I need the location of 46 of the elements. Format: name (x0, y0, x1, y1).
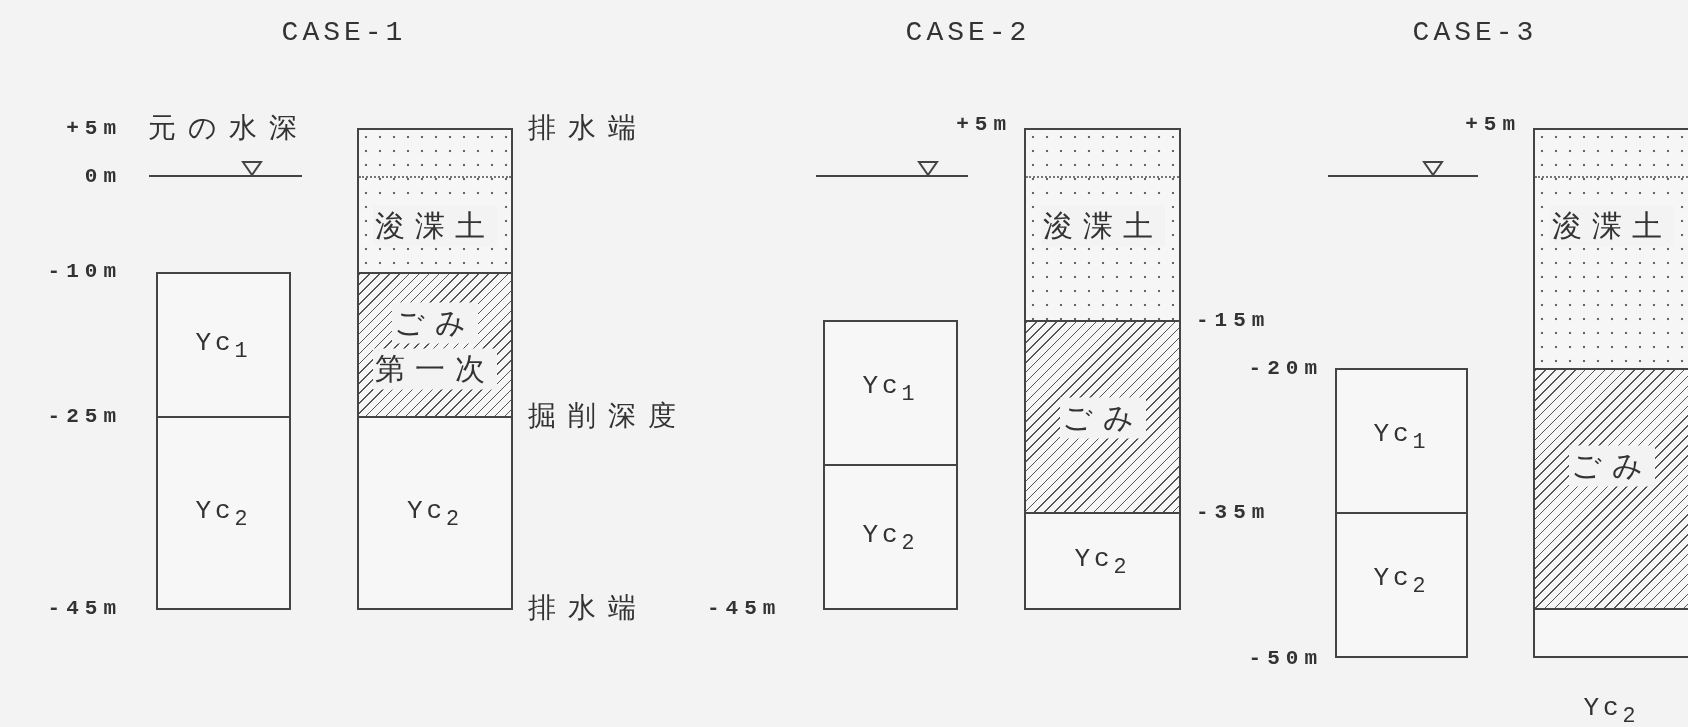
depth-label: -45m (707, 596, 782, 620)
layer-label: Yc$_{1}$ (862, 371, 919, 407)
layer-label: Yc$_{2}$ (195, 496, 252, 532)
layer-label: ごみ (1059, 397, 1146, 439)
soil-layer (357, 416, 513, 610)
soil-layer (823, 320, 958, 466)
depth-label: +5m (66, 116, 122, 140)
soil-layer (1533, 128, 1688, 370)
annotation-label: 元の水深 (148, 110, 309, 146)
annotation-label: 排水端 (528, 590, 648, 626)
case-heading: CASE-2 (905, 16, 1031, 48)
layer-label: Yc$_{1}$ (195, 328, 252, 364)
layer-label: ごみ (1568, 445, 1655, 487)
layer-label: Yc$_{1}$ (1373, 419, 1430, 455)
depth-label: +5m (1465, 112, 1521, 136)
case-heading: CASE-1 (281, 16, 407, 48)
layer-label: Yc$_{2}$ (1373, 563, 1430, 599)
layer-label: 第一次 (373, 348, 497, 390)
depth-label: 0m (84, 164, 122, 188)
depth-label: -25m (47, 404, 122, 428)
soil-layer (1533, 368, 1688, 610)
soil-layer (156, 416, 291, 610)
depth-label: -15m (1196, 308, 1271, 332)
soil-layer (357, 272, 513, 418)
soil-layer (156, 272, 291, 418)
soil-layer (357, 128, 513, 274)
depth-label: -20m (1248, 356, 1323, 380)
layer-label: Yc$_{2}$ (1074, 544, 1131, 580)
layer-label: ごみ (392, 302, 478, 344)
soil-layer (1024, 512, 1181, 610)
depth-label: +5m (956, 112, 1012, 136)
soil-layer (1335, 512, 1468, 658)
layer-label: Yc$_{2}$ (406, 496, 464, 532)
case-heading: CASE-3 (1412, 16, 1538, 48)
soil-layer (1335, 368, 1468, 514)
annotation-label: 排水端 (528, 110, 648, 146)
depth-label: -50m (1248, 646, 1323, 670)
depth-label: -45m (47, 596, 122, 620)
layer-label: Yc$_{2}$ (1583, 693, 1640, 727)
depth-label: -35m (1196, 500, 1271, 524)
annotation-label: 掘削深度 (528, 398, 688, 434)
soil-layer (823, 464, 958, 610)
layer-label: Yc$_{2}$ (862, 520, 919, 556)
soil-layer (1024, 128, 1181, 322)
depth-label: -10m (47, 259, 122, 283)
soil-layer (1024, 320, 1181, 514)
